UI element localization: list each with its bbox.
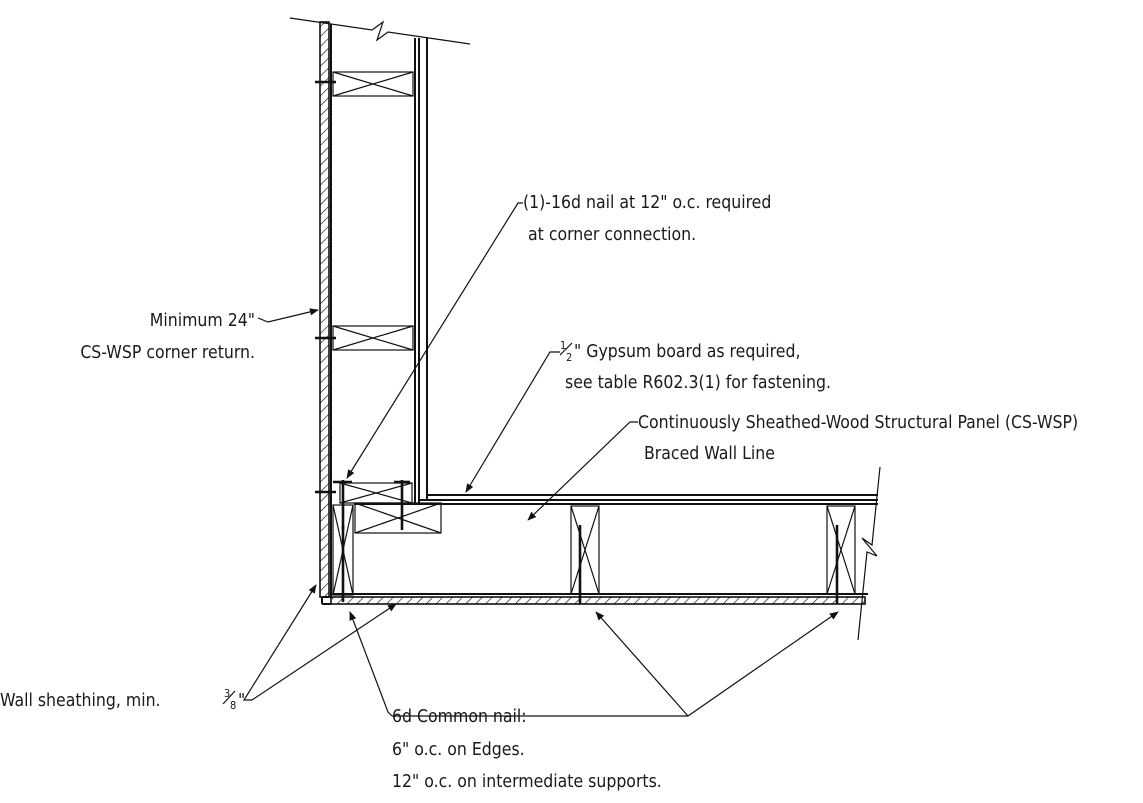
horizontal-wall xyxy=(321,466,881,641)
note-6d-nail-line1: 6d Common nail: xyxy=(392,707,527,727)
gypsum-fraction-numerator: 1 xyxy=(560,339,566,352)
gypsum-fraction-denominator: 2 xyxy=(566,351,572,364)
leaders xyxy=(242,202,839,717)
note-wall-sheathing-text: Wall sheathing, min. xyxy=(0,691,161,711)
note-gypsum: 1 2 " Gypsum board as required, see tabl… xyxy=(559,339,831,393)
note-corner-return-line1: Minimum 24" xyxy=(150,311,255,331)
wall-sheathing-fraction-denominator: 8 xyxy=(230,699,236,712)
wall-sheathing-inch-mark: " xyxy=(238,691,245,711)
blocking-top xyxy=(332,71,414,97)
blocking-middle xyxy=(332,325,414,351)
note-cs-wsp-line2: Braced Wall Line xyxy=(644,444,775,464)
note-wall-sheathing: Wall sheathing, min. 3 8 " xyxy=(0,687,245,712)
horizontal-wall-sheathing xyxy=(330,596,866,605)
wall-sheathing-fraction-numerator: 3 xyxy=(224,687,230,700)
vertical-wall-sheathing xyxy=(319,21,330,598)
note-6d-nail-line2: 6" o.c. on Edges. xyxy=(392,740,525,760)
note-16d-nail-line2: at corner connection. xyxy=(528,225,696,245)
note-gypsum-line1: " Gypsum board as required, xyxy=(574,342,800,362)
right-break-line xyxy=(857,466,881,641)
note-6d-nail-line3: 12" o.c. on intermediate supports. xyxy=(392,772,662,792)
stud-middle xyxy=(570,505,600,604)
top-break-line xyxy=(289,17,471,45)
vertical-wall xyxy=(289,17,471,598)
stud-right xyxy=(826,505,856,604)
note-cs-wsp-line1: Continuously Sheathed-Wood Structural Pa… xyxy=(638,413,1078,433)
note-gypsum-line2: see table R602.3(1) for fastening. xyxy=(565,373,831,393)
note-corner-return-line2: CS-WSP corner return. xyxy=(80,343,255,363)
note-16d-nail-line1: (1)-16d nail at 12" o.c. required xyxy=(523,193,771,213)
corner-framing xyxy=(332,480,442,602)
